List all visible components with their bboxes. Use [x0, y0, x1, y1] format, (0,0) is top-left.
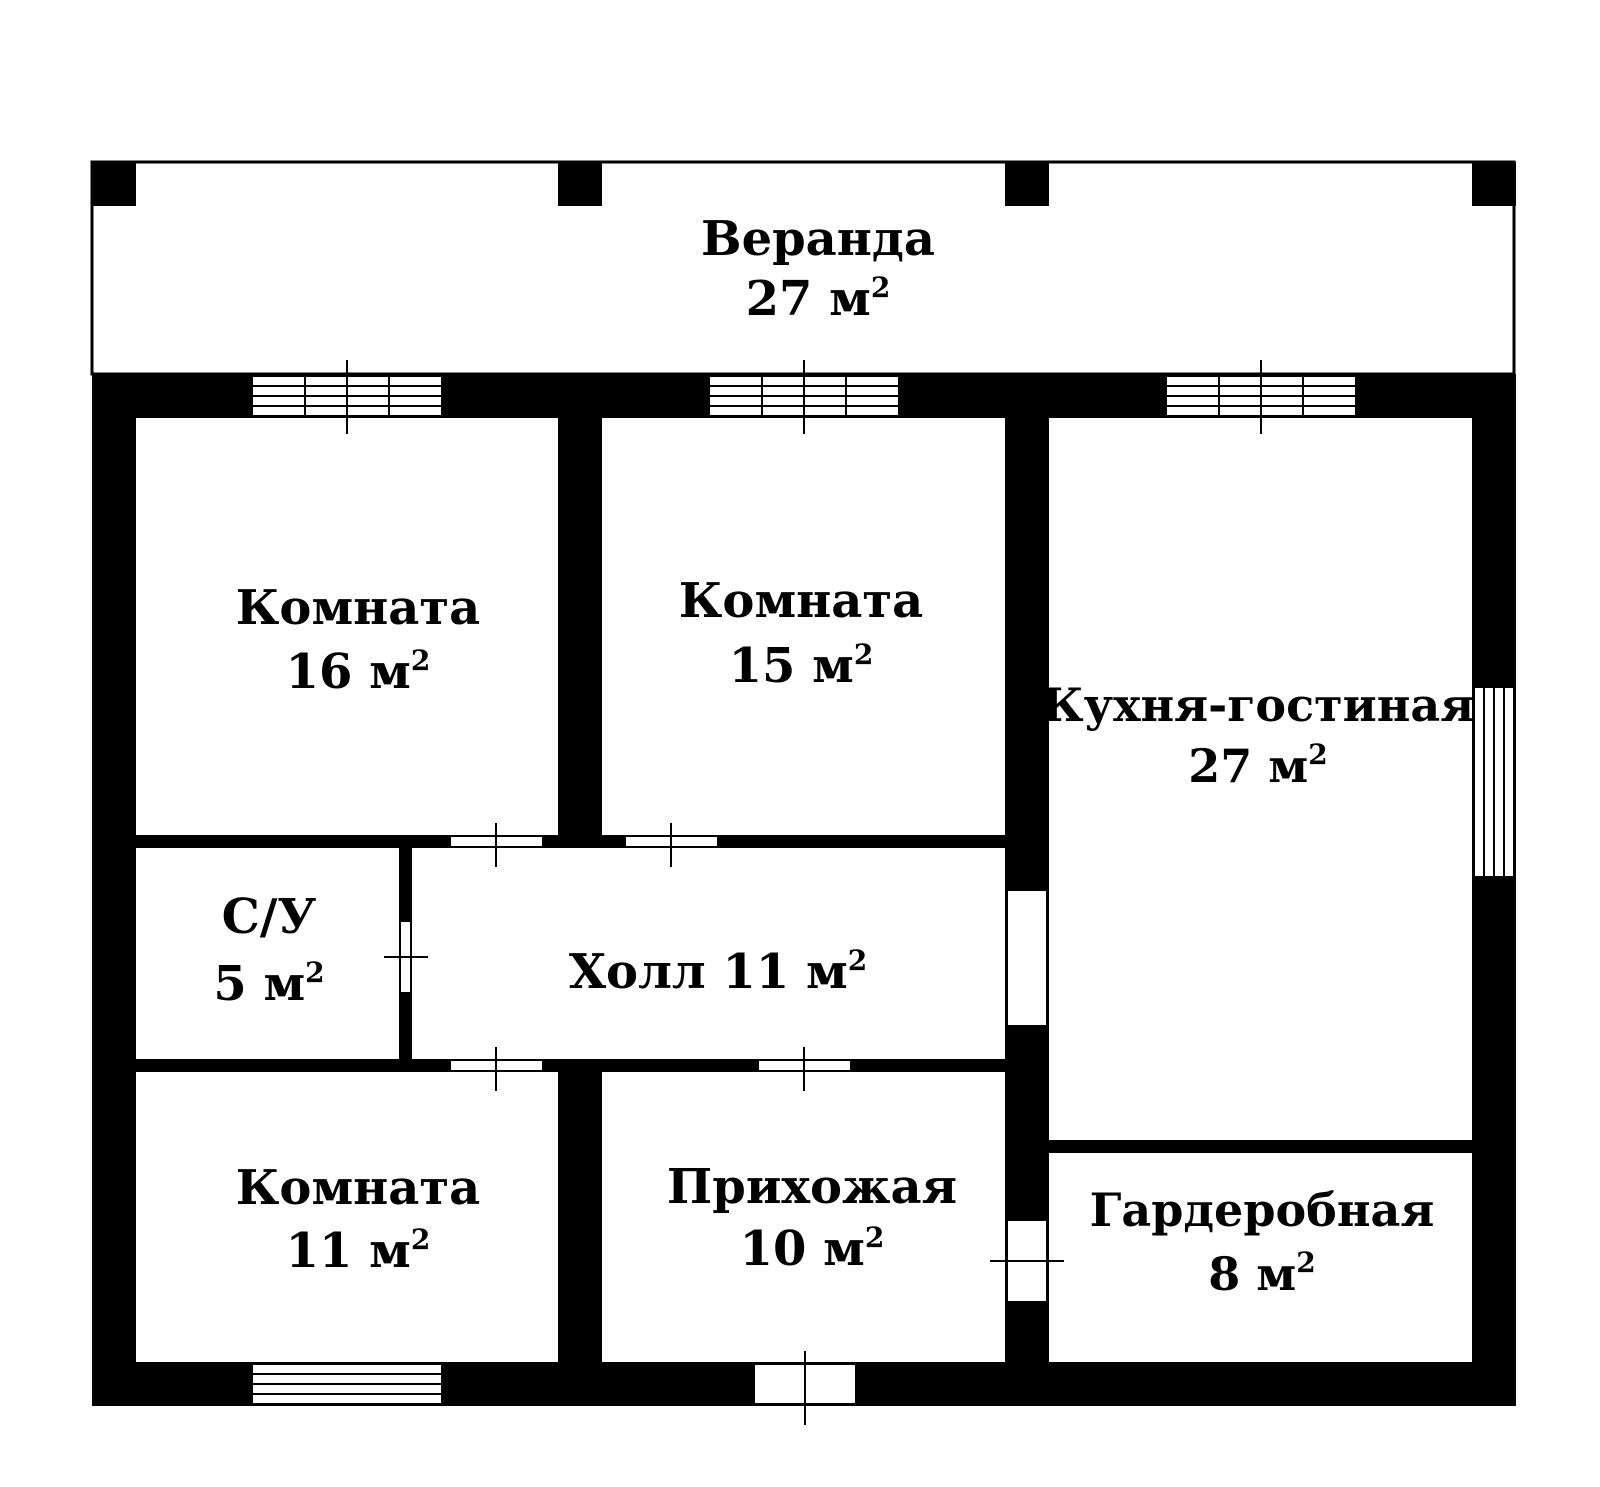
label-veranda: Веранда 27 м2 [701, 211, 935, 327]
room-name: Веранда [701, 211, 935, 267]
door-room2 [624, 823, 719, 867]
label-hall: Холл 11 м2 [569, 944, 867, 1000]
window-top-3 [1167, 360, 1355, 434]
room-name: Комната [679, 573, 923, 629]
door-bath [384, 920, 428, 994]
room-area: 5 м2 [213, 956, 324, 1012]
wall-v-1 [558, 418, 602, 835]
label-wardrobe: Гардеробная 8 м2 [1090, 1183, 1435, 1301]
room-name: Комната [236, 580, 480, 636]
window-top-2 [710, 360, 898, 434]
room-area: 11 м2 [286, 1223, 431, 1279]
label-room3: Комната 11 м2 [236, 1160, 480, 1279]
room-area: 16 м2 [286, 644, 431, 700]
room-name: С/У [222, 889, 317, 945]
room-name-area: Холл 11 м2 [569, 944, 867, 1000]
label-room2: Комната 15 м2 [679, 573, 923, 694]
label-room1: Комната 16 м2 [236, 580, 480, 700]
room-area: 10 м2 [740, 1221, 885, 1277]
window-top-1 [253, 360, 441, 434]
door-wardrobe [990, 1219, 1064, 1303]
veranda-post [558, 162, 602, 206]
room-area: 8 м2 [1208, 1246, 1315, 1301]
label-entrance: Прихожая 10 м2 [667, 1159, 957, 1277]
door-room1 [449, 823, 544, 867]
window-right [1475, 688, 1513, 876]
window-bottom [253, 1365, 441, 1403]
door-kitchen [1006, 889, 1048, 1027]
door-entrance [757, 1047, 852, 1091]
room-area: 15 м2 [729, 638, 874, 694]
windows [253, 360, 1513, 1403]
label-kitchen: Кухня-гостиная 27 м2 [1042, 678, 1474, 793]
outer-wall-left [92, 374, 136, 1406]
room-area: 27 м2 [1188, 738, 1327, 793]
veranda-post [1472, 162, 1516, 206]
veranda-post [1005, 162, 1049, 206]
room-name: Кухня-гостиная [1042, 678, 1474, 732]
room-labels: Веранда 27 м2 Комната 16 м2 Комната 15 м… [213, 211, 1474, 1301]
door-main [753, 1351, 857, 1425]
room-name: Комната [236, 1160, 480, 1216]
label-bath: С/У 5 м2 [213, 889, 324, 1012]
outer-wall-right [1472, 374, 1516, 1406]
room-name: Прихожая [667, 1159, 957, 1215]
veranda-outline [90, 160, 1516, 376]
room-area: 27 м2 [746, 271, 891, 327]
wall-v-1b [558, 1071, 602, 1362]
room-name: Гардеробная [1090, 1183, 1435, 1237]
wall-kitchen-wardrobe [1049, 1140, 1472, 1153]
doors [384, 823, 1064, 1425]
veranda-post [92, 162, 136, 206]
door-room3 [449, 1047, 544, 1091]
wall-h-upper [136, 835, 1005, 848]
wall-h-lower [136, 1059, 1005, 1072]
